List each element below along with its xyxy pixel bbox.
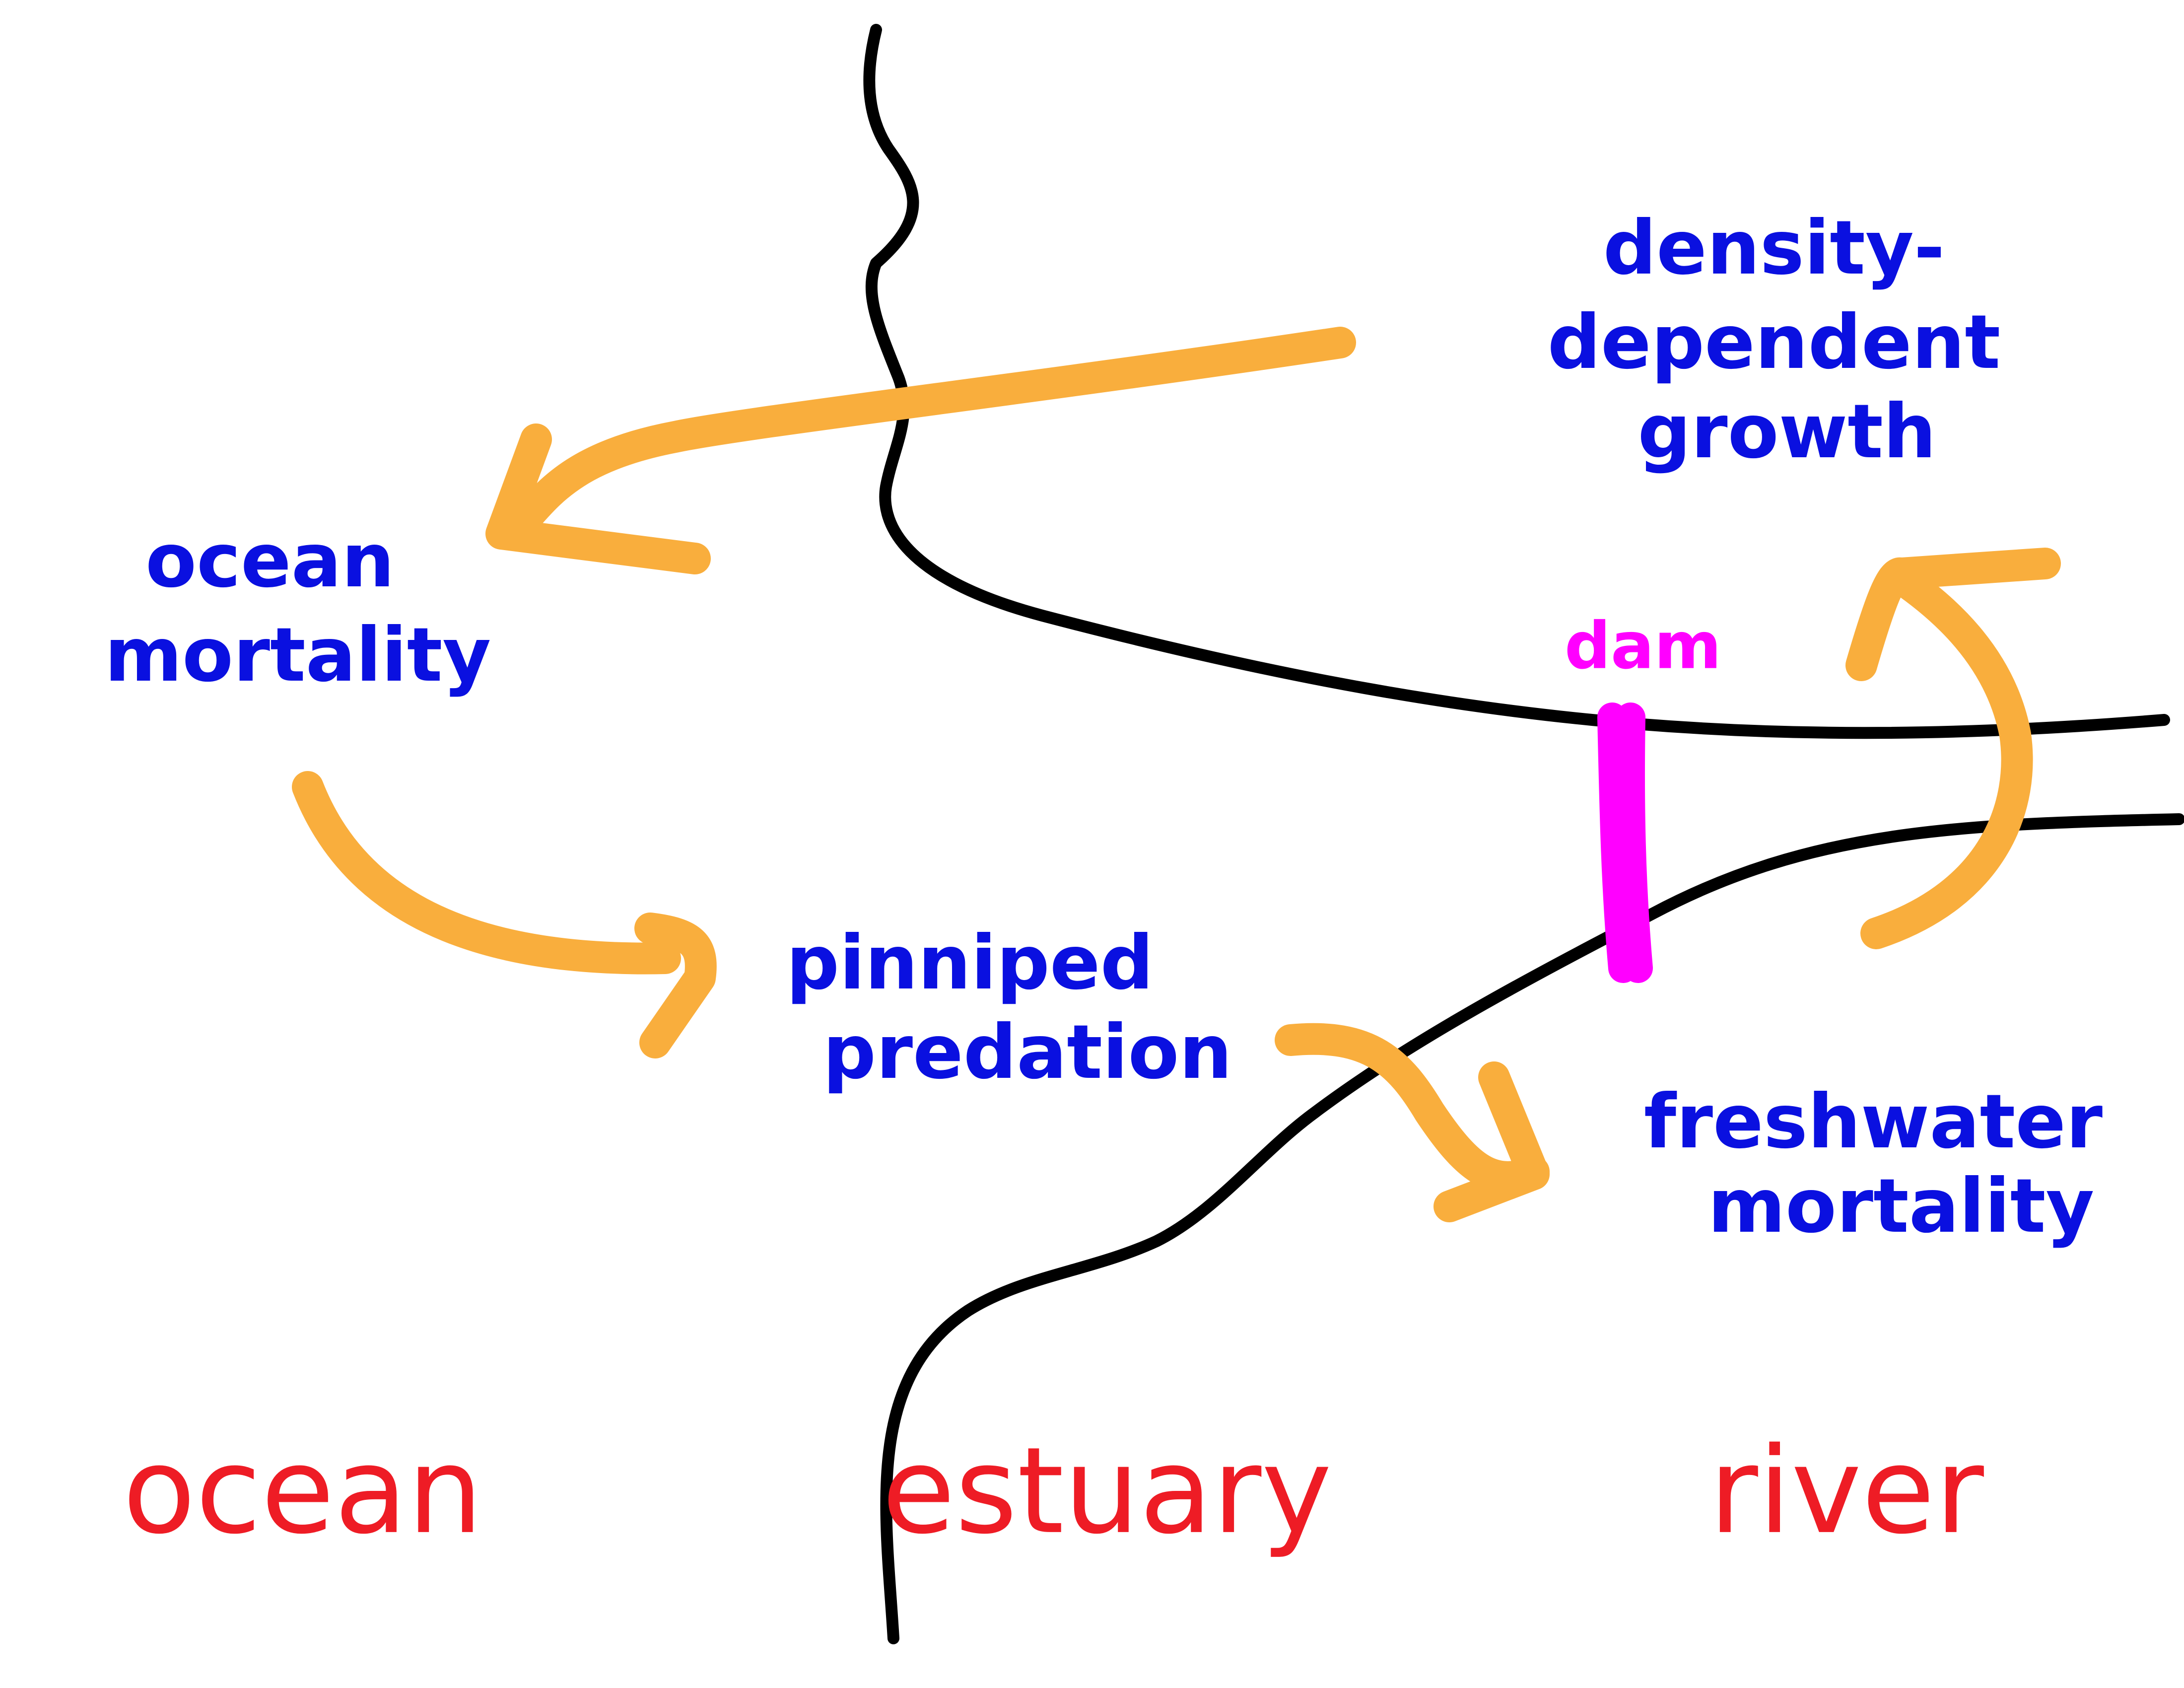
coastline-south — [880, 813, 2184, 1644]
label-density-dependent-growth: density- dependent growth — [1548, 205, 2027, 475]
arrow-growth-to-ocean-mortality-head — [485, 423, 711, 574]
dam-marker — [1597, 703, 1653, 983]
arrow-growth-to-ocean-mortality — [503, 327, 1356, 542]
label-freshwater-mortality: freshwater mortality — [1644, 1079, 2128, 1250]
arrow-freshwater-mortality-to-growth — [1860, 563, 2033, 949]
coastline-north — [863, 24, 2170, 739]
label-pinniped-predation: pinniped predation — [786, 920, 1232, 1096]
arrow-pinniped-predation-to-freshwater-mortality-head — [1433, 1061, 1550, 1222]
arrow-ocean-mortality-to-pinniped-predation — [292, 771, 681, 975]
arrow-ocean-mortality-to-pinniped-predation-head — [634, 913, 717, 1058]
label-region-river: river — [1709, 1421, 1984, 1560]
label-region-estuary: estuary — [882, 1421, 1332, 1560]
label-ocean-mortality: ocean mortality — [105, 518, 491, 699]
label-dam: dam — [1565, 608, 1721, 684]
arrow-freshwater-mortality-to-growth-head — [1845, 548, 2061, 681]
label-region-ocean: ocean — [123, 1421, 483, 1560]
